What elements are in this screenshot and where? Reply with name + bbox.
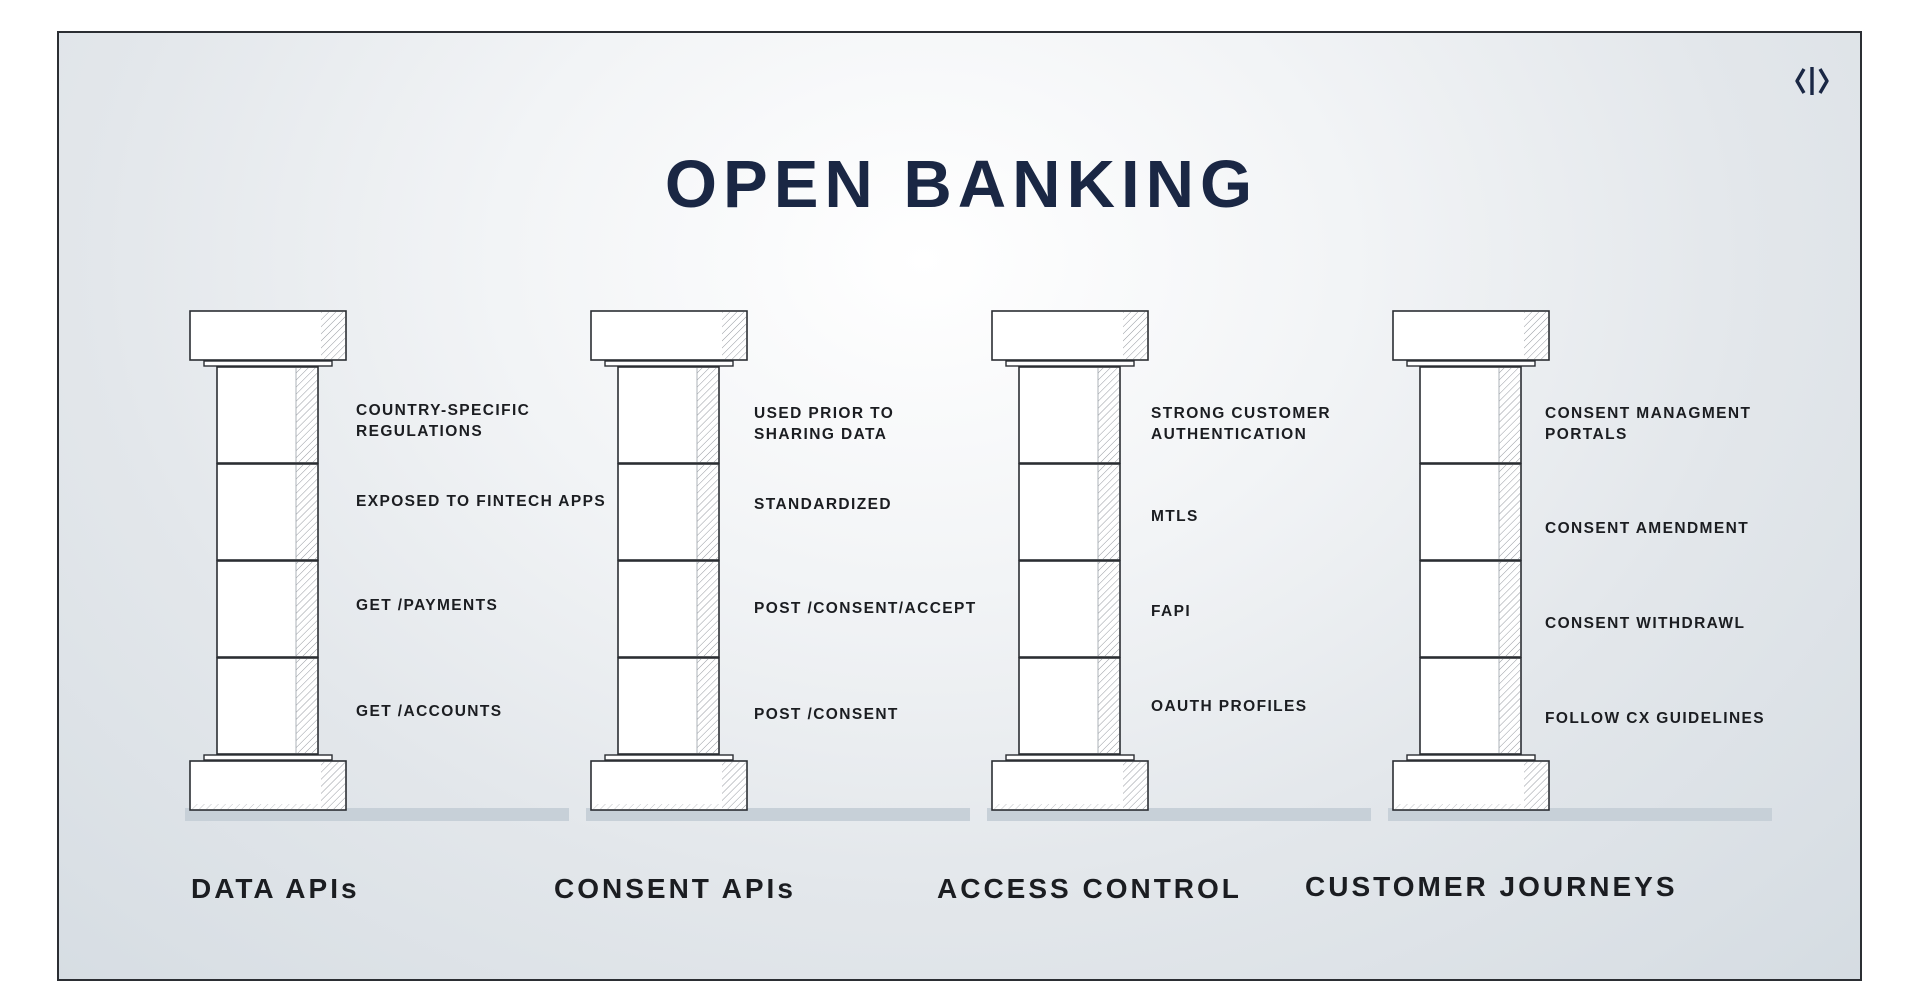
- slide: OPEN BANKING COUNTRY-SPECIFIC REGULATION…: [57, 31, 1862, 981]
- pillar-label: USED PRIOR TO SHARING DATA: [754, 405, 895, 443]
- column-capital-band: [203, 360, 333, 367]
- column-capital: [1392, 310, 1550, 361]
- category-label: CONSENT APIs: [554, 873, 796, 904]
- ground-strip: [987, 808, 1371, 821]
- pillar-label: CONSENT MANAGMENT PORTALS: [1545, 405, 1752, 443]
- column-base-band: [604, 754, 734, 761]
- pillar-label: FAPI: [1151, 603, 1192, 620]
- column-base-band: [1005, 754, 1135, 761]
- column-base-band: [1406, 754, 1536, 761]
- column-base: [991, 760, 1149, 811]
- column-graphic: [590, 310, 748, 811]
- pillar-label: GET /PAYMENTS: [356, 597, 499, 614]
- ground-strip: [586, 808, 970, 821]
- pillar-label: CONSENT AMENDMENT: [1545, 520, 1750, 537]
- column-base: [1392, 760, 1550, 811]
- page-title: OPEN BANKING: [664, 147, 1259, 222]
- pillar-label: FOLLOW CX GUIDELINES: [1545, 710, 1766, 727]
- column-graphic: [189, 310, 347, 811]
- pillar-customer-journeys: [1392, 310, 1552, 811]
- column-capital-band: [1406, 360, 1536, 367]
- pillar-label: EXPOSED TO FINTECH APPS: [356, 493, 607, 510]
- pillar-label: GET /ACCOUNTS: [356, 703, 503, 720]
- category-label: DATA APIs: [191, 873, 360, 904]
- pillar-label: POST /CONSENT/ACCEPT: [754, 600, 977, 617]
- pillar-label: STRONG CUSTOMER AUTHENTICATION: [1151, 405, 1332, 443]
- pillar-label: OAUTH PROFILES: [1151, 698, 1308, 715]
- column-capital: [590, 310, 748, 361]
- pillar-label: CONSENT WITHDRAWL: [1545, 615, 1746, 632]
- pillar-label: POST /CONSENT: [754, 706, 899, 723]
- pillar-data-apis: [189, 310, 349, 811]
- column-capital: [991, 310, 1149, 361]
- ground-strip: [185, 808, 569, 821]
- category-label: CUSTOMER JOURNEYS: [1305, 871, 1678, 902]
- column-graphic: [991, 310, 1149, 811]
- code-brackets-logo-icon: [1795, 67, 1829, 95]
- column-base: [189, 760, 347, 811]
- column-capital-band: [604, 360, 734, 367]
- column-base-band: [203, 754, 333, 761]
- pillar-access-control: [991, 310, 1151, 811]
- ground-strip: [1388, 808, 1772, 821]
- pillar-label: COUNTRY-SPECIFIC REGULATIONS: [356, 402, 531, 440]
- column-graphic: [1392, 310, 1550, 811]
- pillar-label: STANDARDIZED: [754, 496, 892, 513]
- column-capital-band: [1005, 360, 1135, 367]
- column-base: [590, 760, 748, 811]
- pillar-label: MTLS: [1151, 508, 1199, 525]
- pillar-consent-apis: [590, 310, 750, 811]
- category-label: ACCESS CONTROL: [937, 873, 1242, 904]
- column-capital: [189, 310, 347, 361]
